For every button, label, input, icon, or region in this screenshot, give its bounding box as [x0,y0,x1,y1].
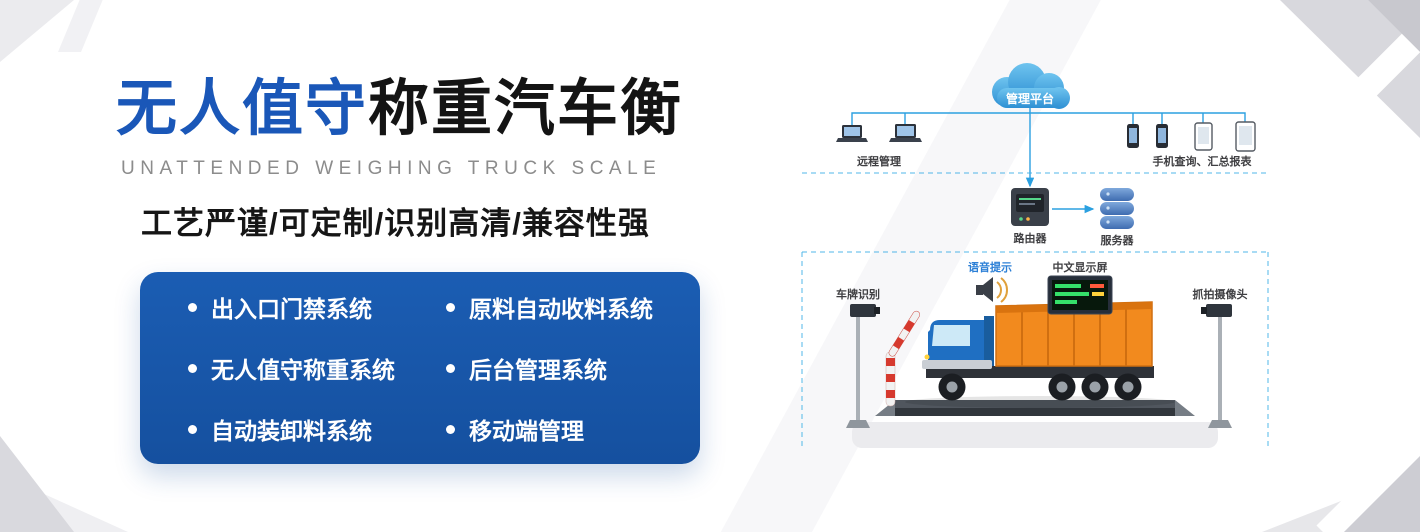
capture-camera-label: 抓拍摄像头 [1193,287,1248,301]
weighbridge [875,400,1195,416]
server-label: 服务器 [1101,233,1135,247]
corner-decoration-top-right [1280,0,1420,138]
feature-label: 后台管理系统 [469,357,607,383]
system-diagram: 管理平台 远程管理 [800,30,1270,470]
bullet-dot-icon [188,363,197,373]
corner-decoration-bottom-right-inner [1332,424,1420,532]
plate-camera-label: 车牌识别 [836,287,880,301]
feature-label: 无人值守称重系统 [211,357,395,383]
phone-icon [1127,124,1139,148]
laptop-icon [889,124,922,142]
feature-item: 出入口门禁系统 [188,290,446,324]
feature-label: 出入口门禁系统 [211,296,372,322]
corner-decoration-bottom-left-inner [0,436,74,532]
feature-item: 移动端管理 [446,412,676,446]
feature-label: 原料自动收料系统 [469,296,653,322]
feature-label: 移动端管理 [469,418,584,444]
barrier-gate-icon [885,310,921,407]
speaker-icon [976,277,1008,303]
system-diagram-svg: 管理平台 远程管理 [801,63,1269,450]
truck-wheels [938,373,1142,401]
corner-decoration-bottom-right [1262,470,1420,532]
section-dividers [801,172,1269,450]
title-rest: 称重汽车衡 [368,74,684,142]
router-icon [1011,188,1049,226]
capture-camera-icon [1201,304,1232,428]
bullet-dot-icon [188,302,197,312]
cloud-label: 管理平台 [1006,91,1054,106]
corner-decoration-bottom-right-cut [1316,419,1420,532]
ground [852,422,1218,448]
bullet-dot-icon [446,424,455,434]
corner-decoration-top-left-stripe [58,0,103,52]
title-highlight: 无人值守 [116,74,369,142]
corner-decoration-top-right-inner [1368,0,1420,52]
led-display-icon [1047,275,1113,315]
router-label: 路由器 [1014,231,1048,245]
feature-item: 原料自动收料系统 [446,290,676,324]
tablet-icon [1235,121,1256,152]
mobile-query-label: 手机查询、汇总报表 [1153,154,1253,168]
corner-decoration-bottom-left [0,474,128,532]
bullet-dot-icon [446,302,455,312]
feature-item: 无人值守称重系统 [188,351,446,385]
corner-decoration-top-right-cut [1302,0,1420,152]
feature-label: 自动装卸料系统 [211,418,372,444]
corner-decoration-top-left [0,0,74,62]
bullet-dot-icon [446,363,455,373]
feature-item: 自动装卸料系统 [188,412,446,446]
display-label: 中文显示屏 [1053,260,1108,274]
tablet-icon [1194,122,1213,151]
cloud-icon: 管理平台 [992,63,1070,109]
feature-panel: 出入口门禁系统 原料自动收料系统 无人值守称重系统 后台管理系统 自动装卸料系统… [140,272,700,464]
phone-icon [1156,124,1168,148]
plate-camera-icon [846,304,880,428]
feature-item: 后台管理系统 [446,351,676,385]
laptop-icon [836,125,868,142]
tagline: 工艺严谨/可定制/识别高清/兼容性强 [141,206,650,241]
dump-truck [905,301,1175,408]
title-english-subtitle: UNATTENDED WEIGHING TRUCK SCALE [121,158,662,179]
page-title: 无人值守称重汽车衡 [116,58,683,147]
voice-prompt-label: 语音提示 [968,260,1012,274]
server-icon [1100,188,1134,229]
remote-management-label: 远程管理 [857,154,901,168]
bullet-dot-icon [188,424,197,434]
